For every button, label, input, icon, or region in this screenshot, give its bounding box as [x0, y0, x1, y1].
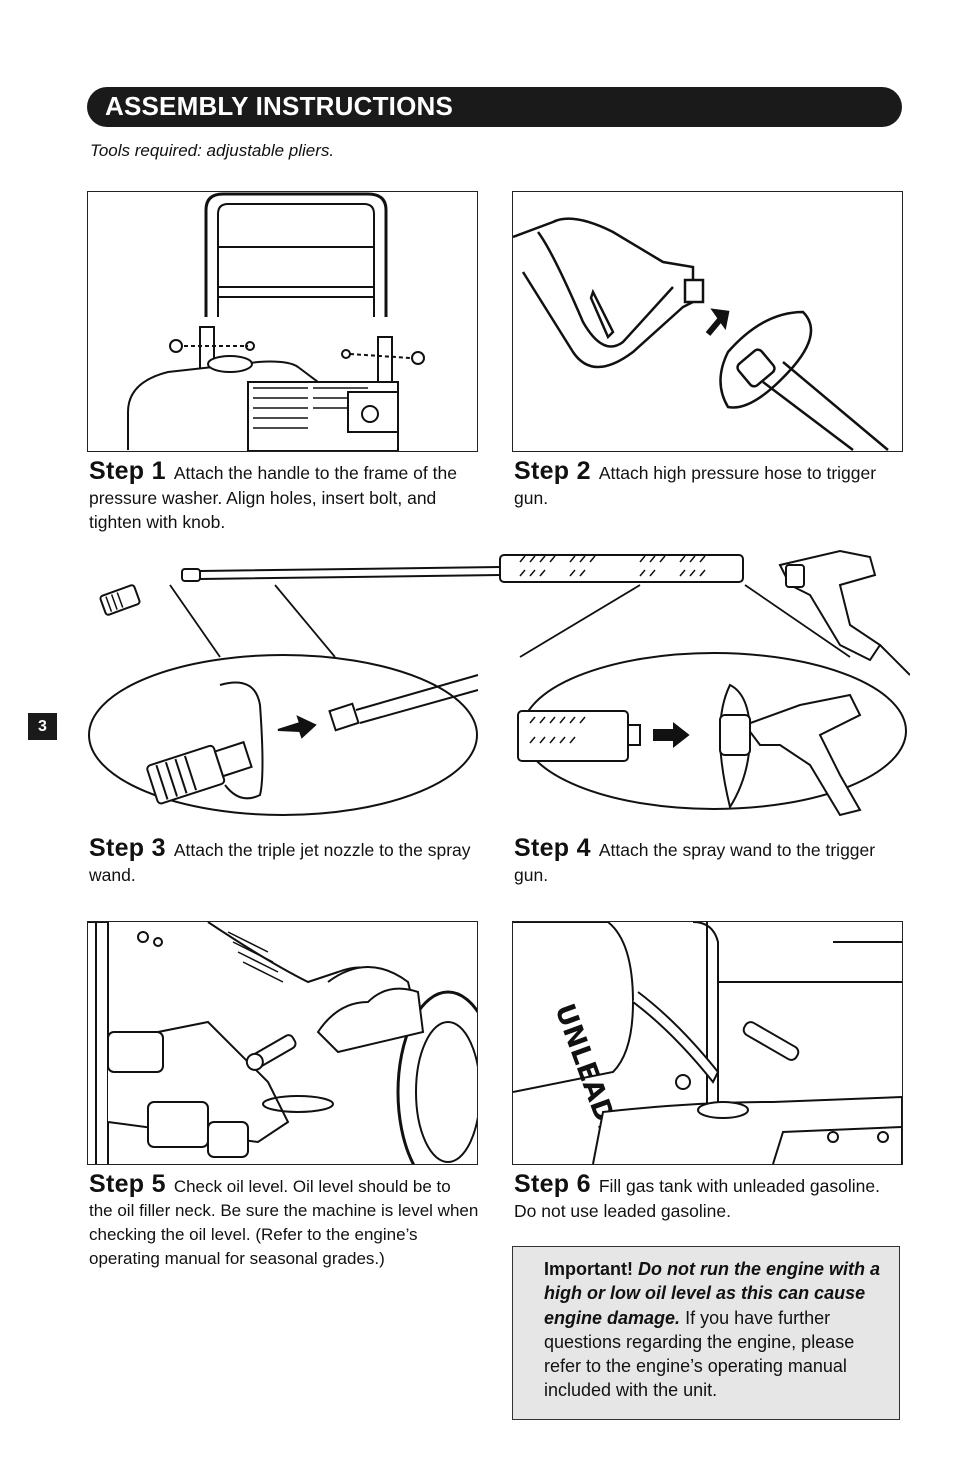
- step5-illustration: [87, 921, 478, 1165]
- step2-illustration: [512, 191, 903, 452]
- important-note-box: Important! Do not run the engine with a …: [512, 1246, 900, 1420]
- step6-illustration: UNLEADED GASOLINE: [512, 921, 903, 1165]
- page-number: 3: [28, 713, 57, 740]
- dipstick-icon: [245, 1034, 297, 1071]
- step1-illustration: [87, 191, 478, 452]
- step2-label: Step 2: [514, 457, 591, 485]
- step3-label: Step 3: [89, 834, 166, 862]
- important-heading: Important!: [544, 1259, 633, 1279]
- step6-description: Fill gas tank with unleaded gasoline. Do…: [514, 1176, 880, 1221]
- step1-label: Step 1: [89, 457, 166, 485]
- important-body: If you have fur­ther questions regarding…: [544, 1307, 855, 1401]
- important-note-text: Important! Do not run the engine with a …: [544, 1257, 889, 1403]
- step5-description: Check oil level. Oil level should be to …: [89, 1177, 479, 1268]
- important-warning: Do not run the engine with a high or low…: [544, 1259, 881, 1328]
- section-title-bar: ASSEMBLY INSTRUCTIONS: [87, 87, 902, 127]
- page-title: ASSEMBLY INSTRUCTIONS: [105, 91, 454, 121]
- nozzle-detail-icon: [146, 740, 253, 805]
- step2-description: Attach high pressure hose to trigger gun…: [514, 463, 877, 508]
- nozzle-icon: [99, 584, 141, 616]
- tools-note: Tools required: adjustable pliers.: [90, 141, 335, 160]
- step1-description: Attach the handle to the frame of the pr…: [89, 463, 457, 532]
- step3-description: Attach the triple jet nozzle to the spra…: [89, 840, 471, 885]
- arrow-icon: [277, 715, 317, 739]
- bolt-left-icon: [169, 339, 255, 353]
- wand-assembly-illustration: [80, 545, 910, 835]
- step4-description: Attach the spray wand to the trigger gun…: [514, 840, 876, 885]
- step6-label: Step 6: [514, 1170, 591, 1198]
- arrow-icon: [653, 721, 690, 749]
- bolt-right-icon: [341, 349, 425, 365]
- step4-label: Step 4: [514, 834, 591, 862]
- step5-label: Step 5: [89, 1170, 166, 1198]
